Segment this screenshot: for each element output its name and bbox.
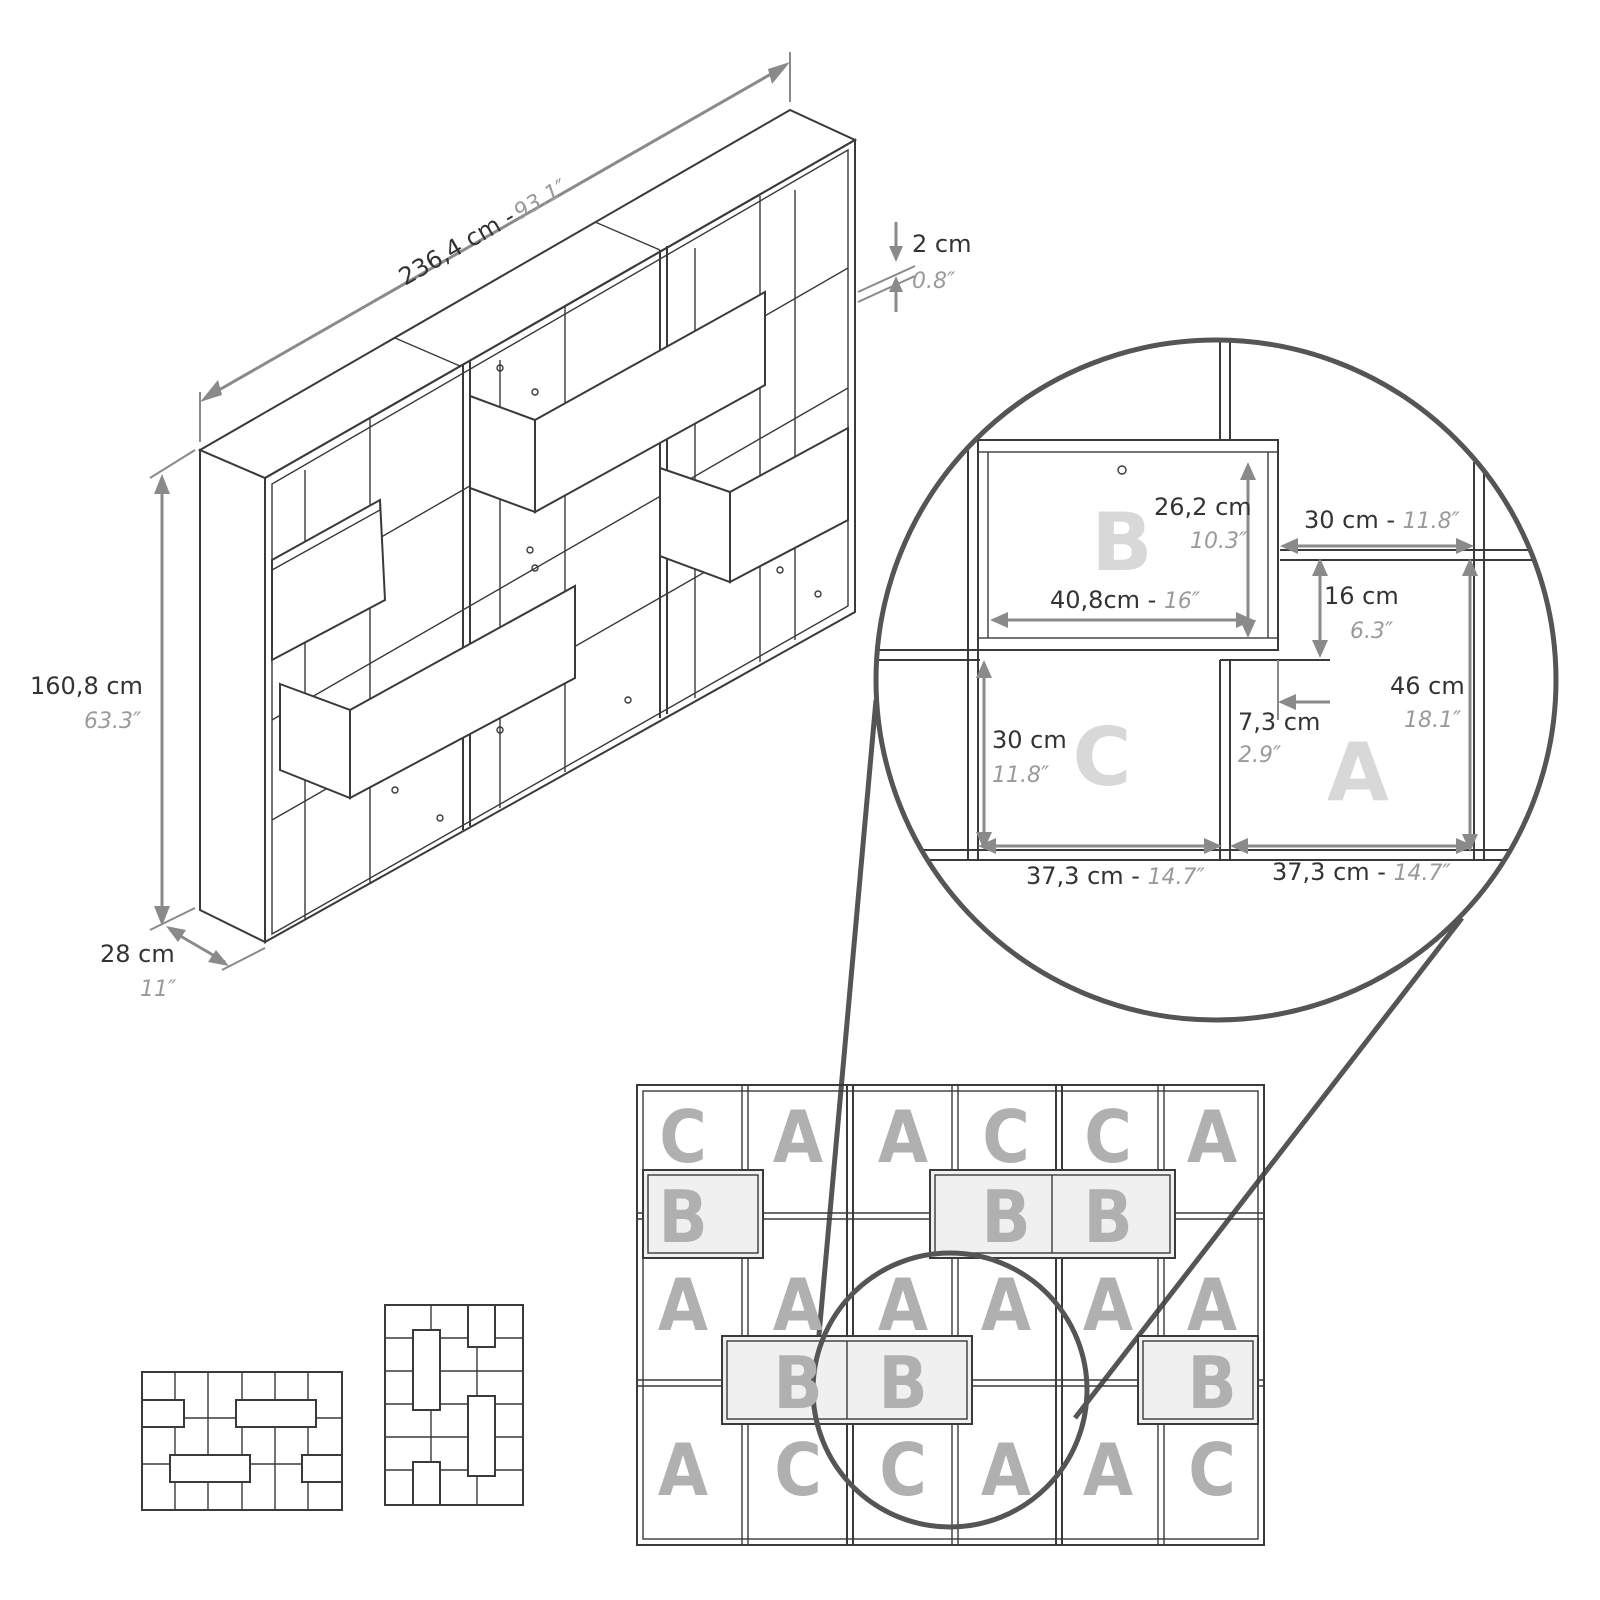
grid-r4-b1: B [773, 1341, 822, 1425]
iso-drawer [279, 584, 576, 800]
b-width-label: 40,8cm - 16″ [1050, 586, 1201, 614]
h46-metric: 46 cm [1390, 672, 1465, 700]
thickness-imperial: 0.8″ [912, 269, 956, 294]
iso-drawer [271, 498, 387, 662]
shelf-30-label: 30 cm - 11.8″ [1304, 506, 1461, 534]
grid-r2-b3: B [1083, 1175, 1132, 1259]
cell-right-label: 37,3 cm - 14.7″ [1272, 858, 1452, 886]
height-imperial: 63.3″ [84, 709, 142, 734]
grid-r1-c6: A [1187, 1095, 1237, 1179]
grid-r2-b1: B [658, 1175, 707, 1259]
iso-dimension-lines [149, 52, 916, 971]
cell-left-metric: 37,3 cm - [1026, 862, 1148, 890]
grid-r5-c2: C [774, 1428, 822, 1512]
offset-imperial: 2.9″ [1238, 743, 1282, 768]
grid-r5-c3: C [879, 1428, 927, 1512]
alt-layout-vertical [384, 1304, 524, 1506]
b-height-imperial: 10.3″ [1190, 529, 1248, 554]
isometric-bookcase [197, 108, 858, 944]
detail-circle [873, 337, 1559, 1023]
grid-r1-c5: C [1084, 1095, 1132, 1179]
grid-r5-c6: C [1188, 1428, 1236, 1512]
c-height-imperial: 11.8″ [992, 763, 1050, 788]
detail-dimension-lines [976, 462, 1478, 854]
bookcase-front [264, 138, 856, 944]
grid-r3-c5: A [1083, 1263, 1133, 1347]
grid-r5-c5: A [1083, 1428, 1133, 1512]
grid-r3-c3: A [878, 1263, 928, 1347]
detail-label-b: B [1092, 496, 1153, 589]
depth-metric: 28 cm [100, 940, 175, 968]
detail-label-a: A [1327, 726, 1389, 819]
b-height-metric: 26,2 cm [1154, 493, 1252, 521]
bookcase-side-panel [199, 448, 266, 944]
thickness-metric: 2 cm [912, 230, 971, 258]
height-metric: 160,8 cm [30, 672, 143, 700]
grid-r2-b2: B [981, 1175, 1030, 1259]
zoom-connector-left [815, 699, 879, 1347]
grid-r5-c1: A [658, 1428, 708, 1512]
grid-r5-c4: A [981, 1428, 1031, 1512]
grid-r4-b3: B [1187, 1341, 1236, 1425]
cell-left-imperial: 14.7″ [1148, 865, 1206, 890]
c-height-metric: 30 cm [992, 726, 1067, 754]
grid-r3-c4: A [981, 1263, 1031, 1347]
zoom-circle-small [810, 1250, 1090, 1530]
grid-r1-c2: A [773, 1095, 823, 1179]
alt-layout-horizontal [141, 1371, 343, 1511]
grid-r1-c4: C [982, 1095, 1030, 1179]
detail-b-box [977, 439, 1279, 651]
shelf-30-imperial: 11.8″ [1403, 509, 1461, 534]
h16-imperial: 6.3″ [1350, 619, 1394, 644]
grid-r3-c2: A [773, 1263, 823, 1347]
depth-imperial: 11″ [140, 977, 177, 1002]
offset-metric: 7,3 cm [1238, 708, 1320, 736]
cell-left-label: 37,3 cm - 14.7″ [1026, 862, 1206, 890]
layout-grid [636, 1084, 1265, 1546]
cell-right-metric: 37,3 cm - [1272, 858, 1394, 886]
b-width-metric: 40,8cm - [1050, 586, 1164, 614]
grid-r1-c3: A [878, 1095, 928, 1179]
h46-imperial: 18.1″ [1404, 708, 1462, 733]
zoom-connector-right [1073, 916, 1464, 1420]
width-imperial: 93.1″ [510, 175, 573, 226]
cell-right-imperial: 14.7″ [1394, 861, 1452, 886]
grid-r3-c6: A [1187, 1263, 1237, 1347]
iso-drawer [659, 426, 849, 584]
grid-r1-c1: C [659, 1095, 707, 1179]
h16-metric: 16 cm [1324, 582, 1399, 610]
iso-drawer [469, 290, 766, 514]
detail-label-c: C [1073, 711, 1132, 804]
detail-content [876, 340, 1556, 1020]
grid-r4-b2: B [878, 1341, 927, 1425]
grid-r3-c1: A [658, 1263, 708, 1347]
b-width-imperial: 16″ [1164, 589, 1201, 614]
shelf-30-metric: 30 cm - [1304, 506, 1403, 534]
